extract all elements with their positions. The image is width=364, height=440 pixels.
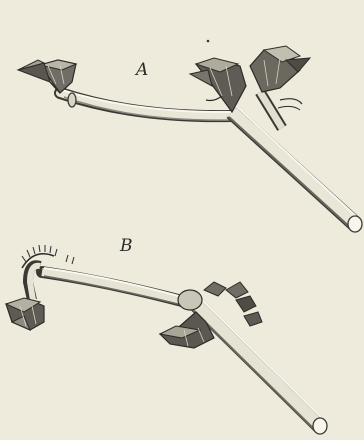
figure-a-specimen bbox=[18, 40, 362, 232]
figure-b-stalk bbox=[42, 272, 186, 302]
figure-a-branch bbox=[260, 92, 282, 128]
figure-a-label: A bbox=[136, 60, 148, 80]
figure-b-main-stem-shadow bbox=[192, 309, 316, 431]
figure-b-stem-cut-end bbox=[313, 418, 327, 434]
figure-a-main-stem-shadow bbox=[229, 117, 352, 229]
figure-b-specimen bbox=[6, 245, 327, 434]
figure-a-main-stem bbox=[232, 112, 355, 224]
figure-a-left-calyx bbox=[18, 60, 76, 93]
figure-a-speck bbox=[207, 40, 210, 43]
figure-a-main-stem-highlight bbox=[236, 106, 358, 218]
figure-b-label: B bbox=[120, 236, 133, 256]
figure-a-center-calyx bbox=[190, 58, 246, 112]
figure-a-joint-ring bbox=[68, 93, 76, 107]
figure-a-stem-cut-end bbox=[348, 216, 362, 232]
figure-b-main-stem-highlight bbox=[200, 298, 324, 420]
figure-b-left-calyx bbox=[6, 245, 74, 330]
